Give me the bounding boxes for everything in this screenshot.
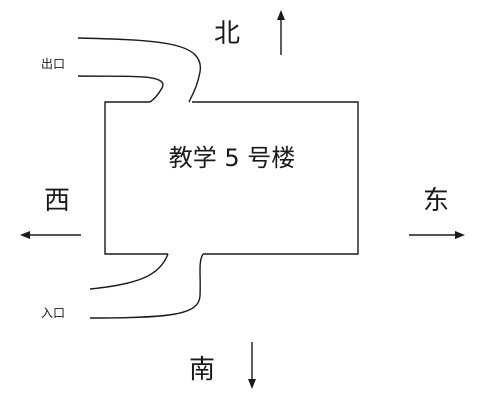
- north-label: 北: [214, 19, 240, 49]
- west-label: 西: [44, 186, 70, 216]
- entrance-label: 入口: [41, 306, 65, 320]
- east-indicator: 东: [409, 186, 465, 239]
- exit-corridor-inner-wall: [77, 75, 164, 103]
- south-label: 南: [189, 355, 215, 385]
- entrance-corridor-outer-wall: [89, 253, 204, 319]
- south-arrowhead-icon: [248, 379, 256, 389]
- entrance-corridor: [89, 253, 204, 319]
- building-wall-top-right: [192, 101, 359, 255]
- building-wall-top-left: [104, 101, 168, 255]
- south-indicator: 南: [189, 342, 256, 389]
- exit-corridor-outer-wall: [77, 37, 201, 103]
- building-label: 教学 5 号楼: [169, 144, 296, 172]
- exit-label: 出口: [41, 57, 65, 71]
- west-indicator: 西: [20, 186, 81, 239]
- entrance-corridor-inner-wall: [89, 253, 169, 290]
- building-outline: [104, 101, 359, 255]
- east-arrowhead-icon: [455, 231, 465, 239]
- west-arrowhead-icon: [20, 231, 30, 239]
- north-arrowhead-icon: [277, 10, 285, 20]
- east-label: 东: [423, 186, 449, 216]
- exit-corridor: [77, 37, 201, 103]
- north-indicator: 北: [214, 10, 285, 55]
